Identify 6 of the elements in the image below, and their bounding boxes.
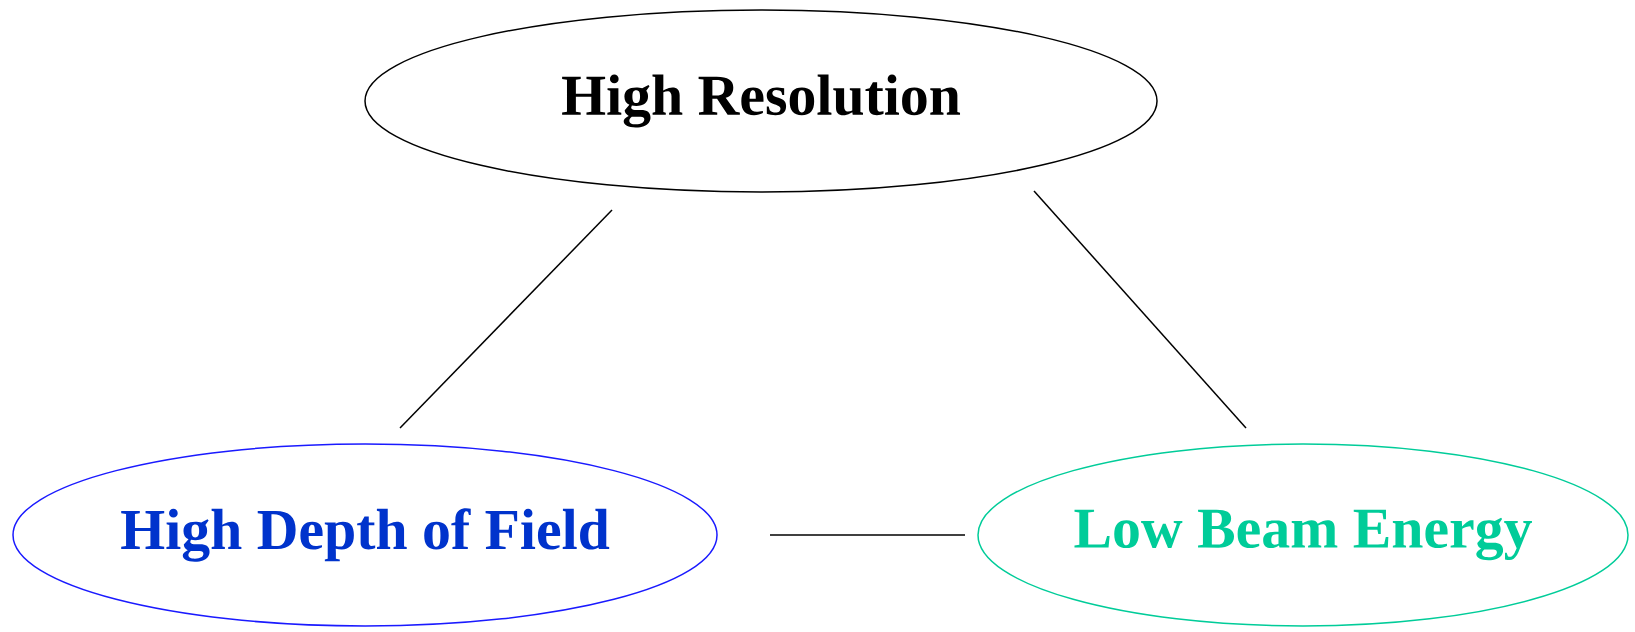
ellipse-node: High Depth of Field bbox=[12, 443, 718, 627]
ellipse-node: Low Beam Energy bbox=[977, 443, 1629, 627]
connector-line bbox=[399, 209, 613, 429]
connector-line bbox=[1033, 190, 1247, 429]
connector-line bbox=[769, 534, 966, 536]
ellipse-node: High Resolution bbox=[364, 9, 1158, 193]
